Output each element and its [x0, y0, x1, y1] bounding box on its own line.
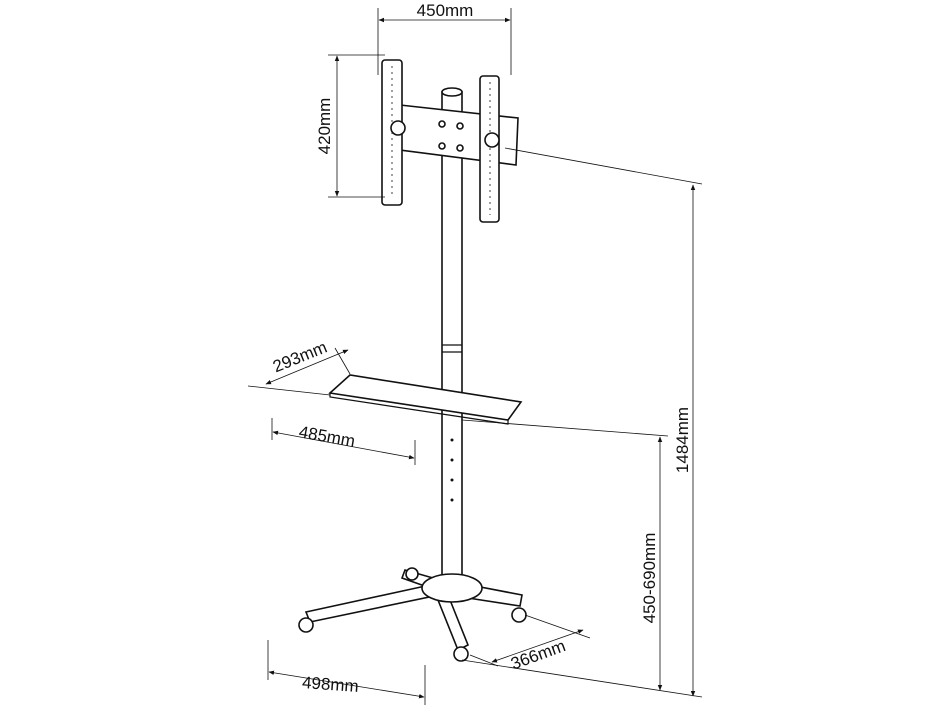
caster-wheel: [298, 617, 314, 633]
dimension-bracket-width: 450mm: [377, 1, 512, 75]
dimension-shelf-width: 485mm: [271, 418, 416, 465]
caster-wheel: [511, 607, 527, 623]
label-498mm: 498mm: [301, 673, 359, 696]
label-450mm: 450mm: [417, 1, 474, 20]
dimension-base-width: 498mm: [267, 640, 426, 705]
dimension-base-depth: 366mm: [469, 614, 591, 673]
dimension-bracket-height: 420mm: [315, 54, 385, 198]
tv-bracket: [381, 59, 519, 223]
label-420mm: 420mm: [315, 98, 334, 155]
label-450-690mm: 450-690mm: [640, 533, 659, 624]
base: [298, 567, 527, 662]
shelf: [328, 374, 523, 425]
dimension-total-height: 1484mm: [461, 147, 703, 698]
pole: [441, 87, 463, 583]
caster-wheel: [453, 646, 469, 662]
dimension-shelf-height: 450-690mm: [461, 419, 669, 691]
label-293mm: 293mm: [270, 337, 330, 376]
caster-wheel: [405, 567, 419, 581]
dimension-shelf-depth: 293mm: [247, 337, 351, 396]
label-485mm: 485mm: [297, 422, 356, 451]
label-366mm: 366mm: [508, 636, 568, 673]
label-1484mm: 1484mm: [673, 407, 692, 473]
